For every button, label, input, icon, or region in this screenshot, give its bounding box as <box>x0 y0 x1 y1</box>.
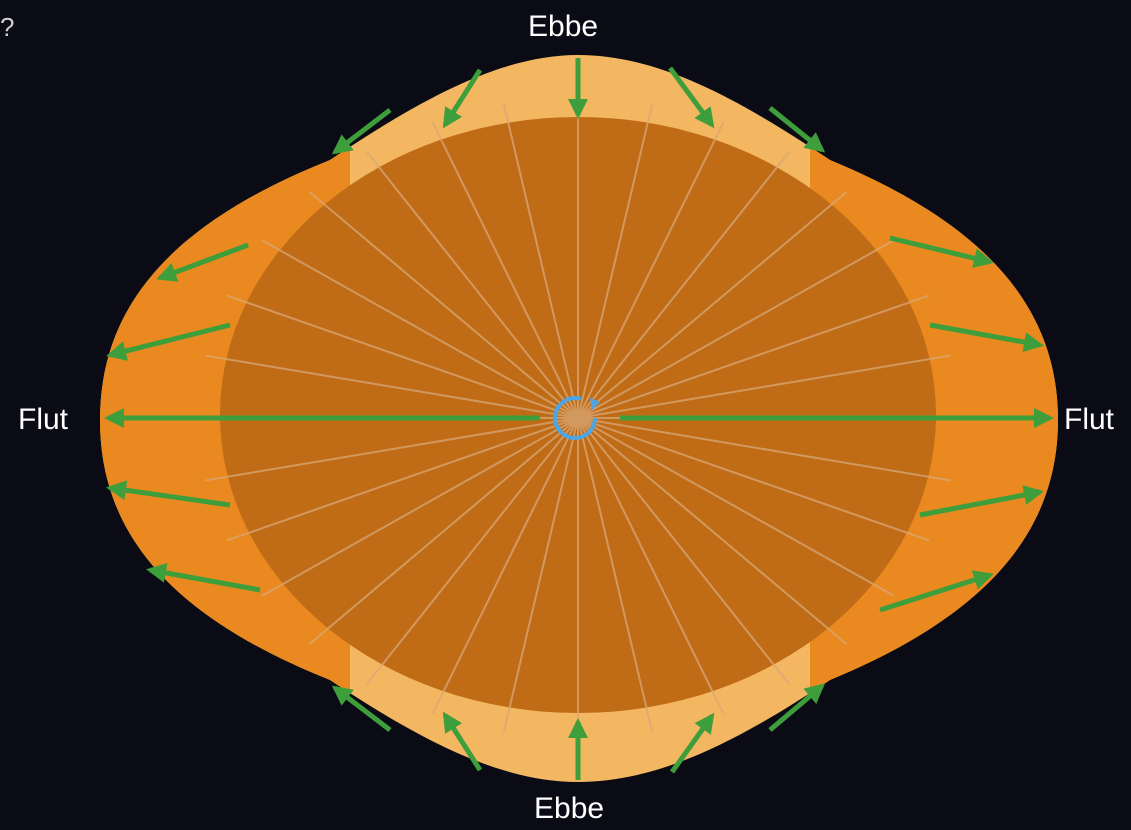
corner-mark: ? <box>0 12 15 42</box>
radial-ray <box>366 417 579 685</box>
radial-ray <box>577 417 848 646</box>
tide-arrow <box>669 712 715 774</box>
tide-arrow <box>442 68 483 129</box>
radial-ray <box>577 239 895 419</box>
radial-ray <box>577 417 895 597</box>
radial-ray <box>308 190 579 419</box>
tide-arrow <box>768 106 826 153</box>
tide-arrow <box>106 322 231 361</box>
tide-arrow <box>331 108 392 155</box>
label-ebb-top: Ebbe <box>528 10 599 43</box>
label-ebb-bottom: Ebbe <box>534 792 605 825</box>
tide-arrow <box>919 485 1044 518</box>
radial-ray <box>205 417 579 482</box>
radial-ray <box>577 151 790 419</box>
radial-ray <box>577 354 951 419</box>
radial-ray <box>502 103 579 419</box>
radial-ray <box>502 417 579 733</box>
tide-arrow <box>879 570 994 613</box>
radial-ray <box>261 417 579 597</box>
radial-ray <box>205 354 579 419</box>
radial-ray <box>577 121 725 419</box>
tide-arrow <box>442 711 483 772</box>
tide-arrow <box>331 685 392 732</box>
label-flood-left: Flut <box>18 403 69 436</box>
tide-arrow <box>156 242 249 282</box>
radial-ray <box>577 417 725 715</box>
tide-arrow <box>106 480 231 508</box>
radial-ray <box>577 417 654 733</box>
radial-ray <box>226 417 579 542</box>
tide-arrow <box>889 235 994 268</box>
radial-ray <box>577 103 654 419</box>
tide-arrow <box>146 563 261 593</box>
radial-ray <box>577 294 930 419</box>
radial-ray <box>577 417 951 482</box>
radial-ray <box>366 151 579 419</box>
label-flood-right: Flut <box>1064 403 1115 436</box>
tide-arrows <box>104 58 1054 780</box>
radial-ray <box>577 417 790 685</box>
radial-ray <box>431 417 579 715</box>
radial-ray <box>226 294 579 419</box>
tide-arrow <box>667 66 715 129</box>
radial-ray <box>577 417 930 542</box>
tide-arrow <box>768 683 826 732</box>
radial-ray <box>431 121 579 419</box>
radial-ray <box>577 190 848 419</box>
rotation-arrow-icon <box>553 396 600 440</box>
radial-ray <box>261 239 579 419</box>
tide-arrow <box>929 322 1044 352</box>
radial-ray <box>308 417 579 646</box>
